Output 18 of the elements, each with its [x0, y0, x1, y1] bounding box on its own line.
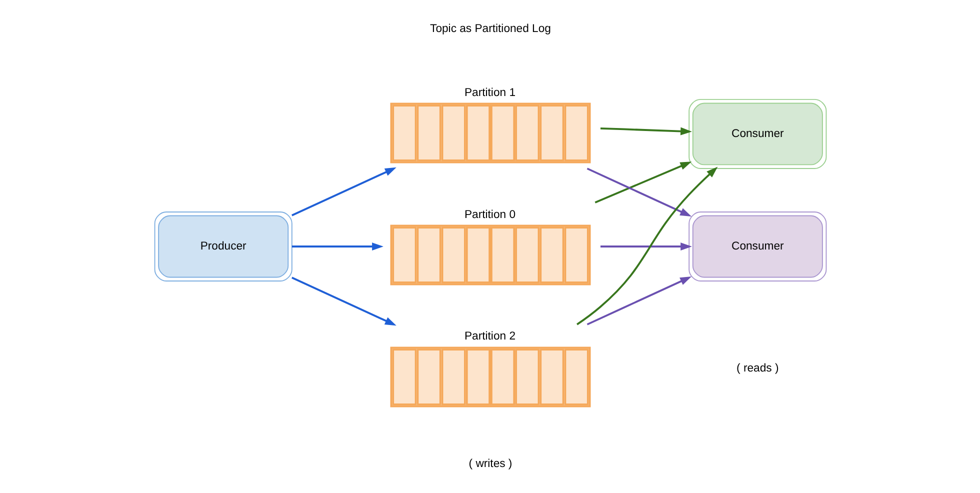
node-box: Producer — [154, 212, 292, 282]
arrow — [291, 276, 396, 326]
arrow — [576, 166, 718, 326]
arrow — [600, 127, 692, 136]
node-label: Partition 1 — [464, 86, 516, 99]
arrow — [600, 242, 692, 250]
node-box: Consumer — [688, 98, 826, 169]
arrow — [594, 162, 692, 204]
arrow — [291, 167, 396, 216]
node-label: Partition 2 — [464, 330, 516, 343]
label: ( reads ) — [736, 362, 778, 374]
node-box: Consumer — [688, 212, 826, 282]
arrow — [586, 168, 692, 217]
node-label: Partition 0 — [464, 208, 516, 221]
arrow — [291, 242, 383, 250]
label: Topic as Partitioned Log — [430, 22, 550, 35]
arrow — [586, 276, 692, 326]
label: ( writes ) — [468, 458, 512, 470]
